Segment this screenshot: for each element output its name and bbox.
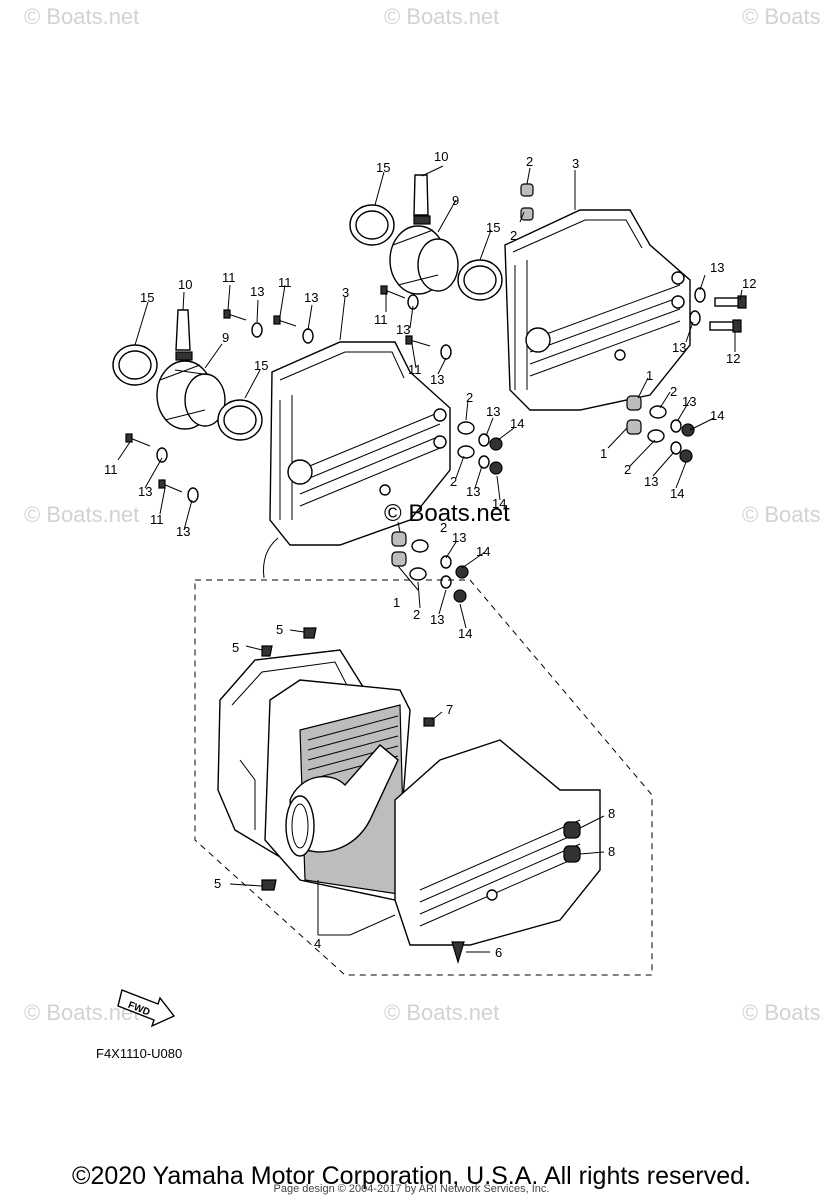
callout-14: 14	[510, 416, 524, 431]
callout-5: 5	[276, 622, 283, 637]
callout-11: 11	[374, 312, 388, 327]
callout-2: 2	[526, 154, 533, 169]
callout-15: 15	[254, 358, 268, 373]
callout-13: 13	[430, 612, 444, 627]
callout-1: 1	[600, 446, 607, 461]
callout-2: 2	[440, 520, 447, 535]
callout-14: 14	[492, 496, 506, 511]
callout-10: 10	[178, 277, 192, 292]
callout-13: 13	[396, 322, 410, 337]
callout-11: 11	[278, 275, 292, 290]
callout-13: 13	[250, 284, 264, 299]
callout-11: 11	[408, 362, 422, 377]
callout-8: 8	[608, 844, 615, 859]
callout-13: 13	[682, 394, 696, 409]
callout-2: 2	[450, 474, 457, 489]
watermark: © Boats.net	[742, 1000, 823, 1025]
callout-14: 14	[476, 544, 490, 559]
callout-14: 14	[458, 626, 472, 641]
callout-13: 13	[304, 290, 318, 305]
callout-3: 3	[572, 156, 579, 171]
callout-labels: 1 1 1 2 2 2 2 2 2 2 2 3 3 4 5 5 5 6 7 8 …	[104, 149, 756, 960]
callout-13: 13	[466, 484, 480, 499]
callout-15: 15	[140, 290, 154, 305]
callout-11: 11	[150, 512, 164, 527]
diagram-code: F4X1110-U080	[96, 1046, 183, 1061]
callout-12: 12	[742, 276, 756, 291]
callout-15: 15	[376, 160, 390, 175]
callout-13: 13	[486, 404, 500, 419]
callout-7: 7	[446, 702, 453, 717]
callout-11: 11	[222, 270, 236, 285]
leader-lines-exploded	[229, 629, 605, 953]
copyright-notice: ©2020 Yamaha Motor Corporation, U.S.A. A…	[72, 1162, 751, 1190]
callout-12: 12	[726, 351, 740, 366]
callout-10: 10	[434, 149, 448, 164]
watermark: © Boats.net	[742, 4, 823, 29]
callout-9: 9	[222, 330, 229, 345]
page-design-credit: Page design © 2004-2017 by ARI Network S…	[273, 1183, 550, 1195]
right-airbox-assembly	[349, 174, 691, 411]
callout-2: 2	[510, 228, 517, 243]
watermark: © Boats.net	[24, 4, 139, 29]
callout-9: 9	[452, 193, 459, 208]
leader-lines	[117, 165, 743, 629]
callout-5: 5	[214, 876, 221, 891]
callout-8: 8	[608, 806, 615, 821]
callout-15: 15	[486, 220, 500, 235]
watermark: © Boats.net	[24, 502, 139, 527]
callout-13: 13	[644, 474, 658, 489]
left-airbox-assembly	[112, 309, 451, 546]
callout-4: 4	[314, 936, 321, 951]
callout-6: 6	[495, 945, 502, 960]
callout-1: 1	[393, 595, 400, 610]
watermark: © Boats.net	[384, 1000, 499, 1025]
callout-11: 11	[104, 462, 118, 477]
callout-2: 2	[413, 607, 420, 622]
watermark-grid: © Boats.net © Boats.net © Boats.net © Bo…	[24, 4, 823, 1025]
callout-13: 13	[710, 260, 724, 275]
callout-14: 14	[670, 486, 684, 501]
callout-5: 5	[232, 640, 239, 655]
hardware	[125, 183, 747, 603]
callout-13: 13	[430, 372, 444, 387]
callout-2: 2	[466, 390, 473, 405]
callout-13: 13	[452, 530, 466, 545]
watermark: © Boats.net	[742, 502, 823, 527]
callout-1: 1	[646, 368, 653, 383]
callout-13: 13	[176, 524, 190, 539]
callout-2: 2	[670, 384, 677, 399]
callout-13: 13	[672, 340, 686, 355]
center-watermark: © Boats.net	[384, 500, 510, 527]
callout-2: 2	[624, 462, 631, 477]
callout-3: 3	[342, 285, 349, 300]
exploded-filter-view	[194, 579, 653, 976]
callout-13: 13	[138, 484, 152, 499]
callout-14: 14	[710, 408, 724, 423]
watermark: © Boats.net	[384, 4, 499, 29]
